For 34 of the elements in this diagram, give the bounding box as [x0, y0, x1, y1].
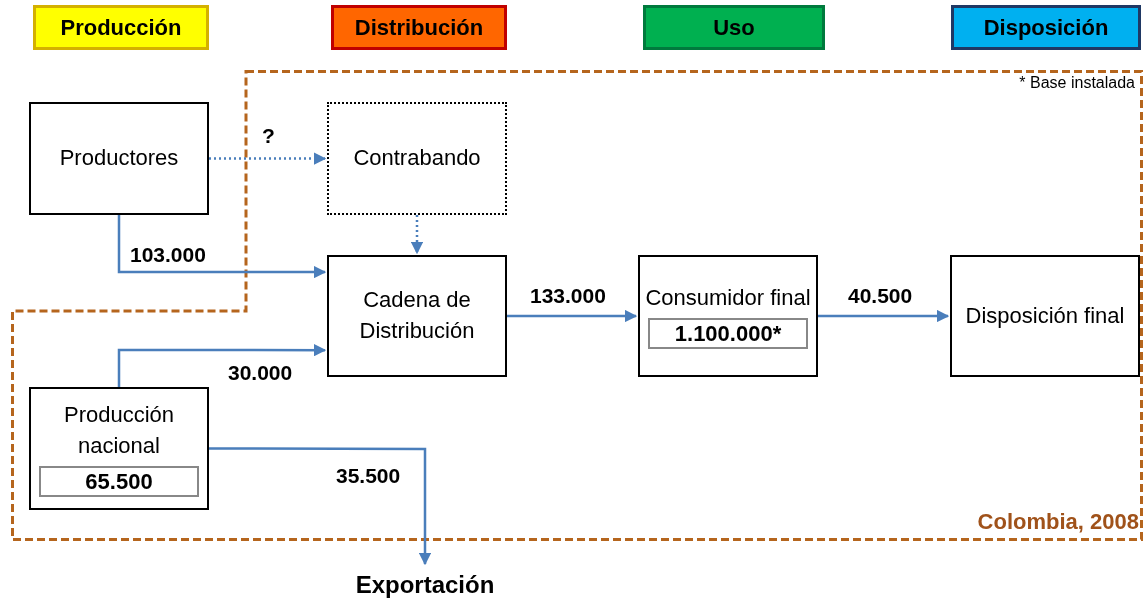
stage-header: Uso	[643, 5, 825, 50]
box-label: Consumidor final	[645, 283, 811, 312]
arrow	[117, 215, 327, 279]
edge-label: 103.000	[130, 243, 206, 267]
edge-label: 133.000	[530, 284, 606, 308]
edge-label: ?	[262, 124, 275, 148]
box-label: Disposición final	[965, 301, 1125, 330]
box-label: Productores	[59, 144, 179, 173]
stage-header: Disposición	[951, 5, 1141, 50]
edge-label: 30.000	[228, 361, 293, 385]
region-caption: Colombia, 2008	[977, 509, 1139, 535]
edge-label: 35.500	[336, 464, 401, 488]
box-label: Contrabando	[353, 144, 481, 173]
process-box	[29, 102, 209, 215]
value-box: 65.500	[39, 465, 199, 498]
arrow	[410, 215, 424, 255]
arrow	[818, 309, 950, 323]
arrow	[117, 343, 327, 387]
process-box	[327, 102, 507, 215]
value-box: 1.100.000*	[648, 317, 808, 350]
footnote: * Base instalada	[1019, 74, 1135, 92]
process-box	[950, 255, 1140, 377]
arrow	[209, 152, 327, 165]
edge-label: 40.500	[848, 284, 913, 308]
process-box	[29, 387, 209, 510]
box-label: Producción nacional	[62, 400, 176, 460]
destination-label: Exportación	[310, 566, 540, 604]
stage-header: Distribución	[331, 5, 507, 50]
arrow	[209, 447, 432, 566]
box-label: Cadena de Distribución	[358, 286, 476, 345]
stage-header: Producción	[33, 5, 209, 50]
process-box	[327, 255, 507, 377]
process-box	[638, 255, 818, 377]
arrow	[507, 309, 638, 323]
